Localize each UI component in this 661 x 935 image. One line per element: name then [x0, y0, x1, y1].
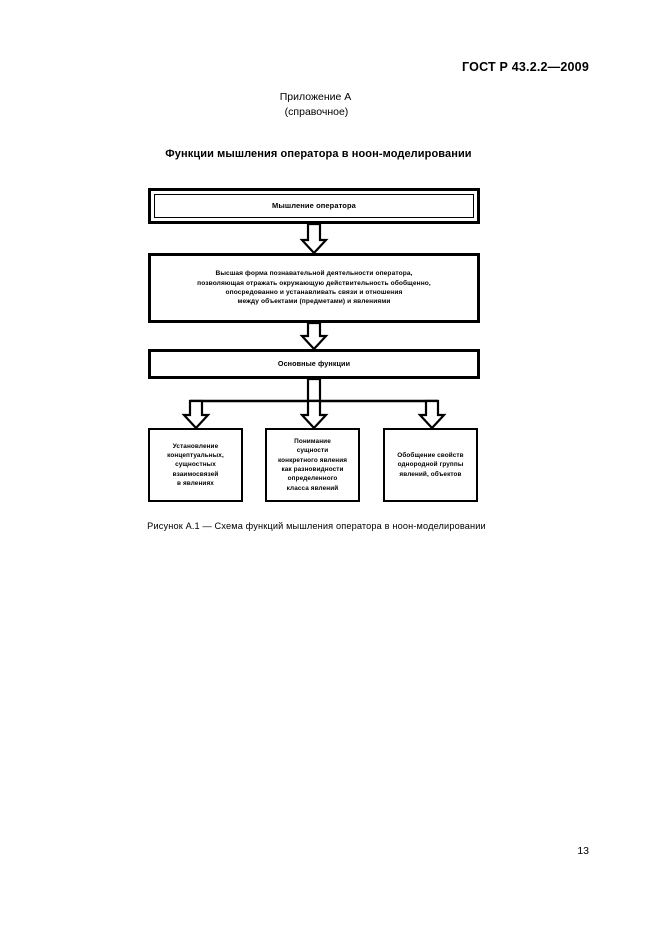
node-label-leaf-1: Понимание сущности конкретного явления к… [267, 437, 358, 493]
connector-thinking-to-definition [299, 222, 329, 255]
figure-caption: Рисунок А.1 — Схема функций мышления опе… [147, 521, 486, 531]
connector-bus-to-leaf-1 [299, 399, 329, 430]
definition-line-4: между объектами (предметами) и явлениями [237, 298, 391, 306]
scheme-title: Функции мышления оператора в ноон-модели… [165, 148, 472, 160]
flowchart-node-leaf-generalization: Обобщение свойств однородной группы явле… [383, 428, 478, 502]
leaf-2-line-2: однородной группы [397, 461, 464, 469]
leaf-1-line-1: Понимание [294, 438, 331, 446]
leaf-0-line-2: концептуальных, [167, 452, 224, 460]
leaf-2-line-1: Обобщение свойств [397, 452, 464, 460]
flowchart-node-thinking: Мышление оператора [148, 188, 480, 224]
definition-line-2: позволяющая отражать окружающую действит… [197, 279, 431, 287]
leaf-0-line-5: в явлениях [177, 479, 214, 487]
flowchart-node-main-functions: Основные функции [148, 349, 480, 379]
flowchart-node-leaf-understanding-essence: Понимание сущности конкретного явления к… [265, 428, 360, 502]
leaf-1-line-5: определенного [287, 475, 338, 483]
leaf-2-line-3: явлений, объектов [399, 470, 462, 478]
standard-designation-header: ГОСТ Р 43.2.2—2009 [462, 60, 589, 74]
leaf-0-line-3: сущностных [175, 461, 216, 469]
leaf-1-line-2: сущности [296, 447, 329, 455]
appendix-subtitle: (справочное) [284, 106, 349, 118]
node-label-leaf-0: Установление концептуальных, сущностных … [150, 442, 241, 488]
connector-mainfunctions-stem [306, 377, 322, 403]
node-label-leaf-2: Обобщение свойств однородной группы явле… [385, 451, 476, 479]
node-label-main-functions: Основные функции [277, 358, 351, 368]
node-inner-frame: Мышление оператора [154, 194, 474, 218]
leaf-0-line-1: Установление [172, 442, 219, 450]
connector-definition-to-mainfunctions [299, 321, 329, 351]
connector-bus-to-leaf-0 [181, 399, 211, 430]
leaf-1-line-4: как разновидности [281, 466, 344, 473]
appendix-title: Приложение А [279, 91, 352, 103]
appendix-heading: Приложение А (справочное) [0, 90, 646, 120]
node-label-thinking: Мышление оператора [272, 200, 356, 210]
definition-line-3: опосредованно и устанавливать связи и от… [225, 289, 403, 296]
connector-bus-to-leaf-2 [417, 399, 447, 430]
definition-line-1: Высшая форма познавательной деятельности… [215, 270, 413, 278]
leaf-0-line-4: взаимосвязей [172, 470, 219, 478]
leaf-1-line-6: класса явлений [286, 484, 339, 492]
node-label-definition: Высшая форма познавательной деятельности… [151, 269, 477, 306]
flowchart-node-definition: Высшая форма познавательной деятельности… [148, 253, 480, 323]
page-number: 13 [577, 845, 589, 857]
leaf-1-line-3: конкретного явления [277, 456, 348, 464]
flowchart-node-leaf-establishing-connections: Установление концептуальных, сущностных … [148, 428, 243, 502]
